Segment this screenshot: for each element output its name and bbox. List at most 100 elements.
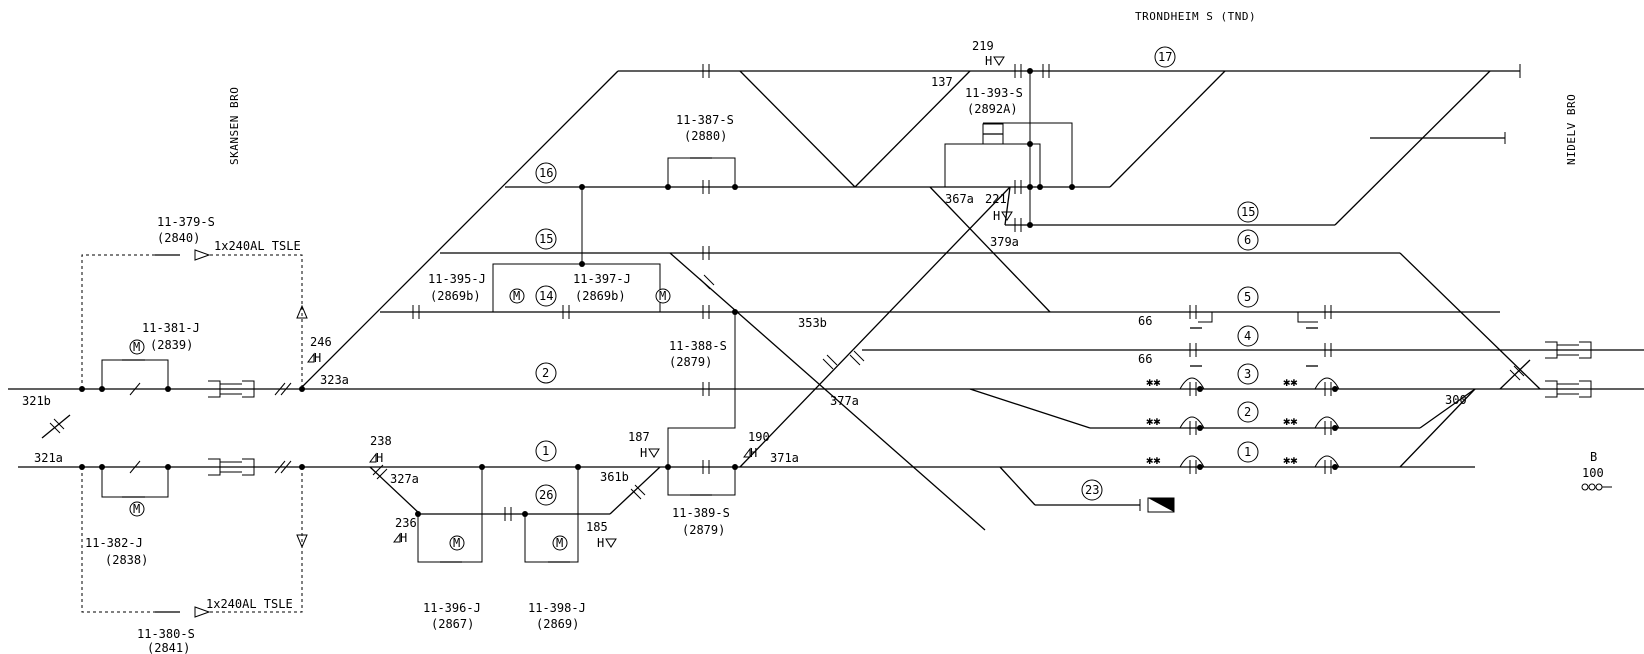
motor-symbols: M M M M M M [129, 288, 671, 551]
signal-H: H [400, 531, 407, 545]
switch-label: (2867) [431, 617, 474, 631]
insulating-joints [49, 64, 1525, 521]
track-number: 2 [542, 366, 549, 380]
motor-label: M [659, 289, 666, 303]
track-number: 5 [1244, 290, 1251, 304]
feeder-label: 1x240AL TSLE [206, 597, 293, 611]
motor-label: M [556, 536, 563, 550]
junction-dots [79, 68, 1338, 517]
nidelv-bro-label: NIDELV BRO [1565, 94, 1578, 165]
track-number: 3 [1244, 367, 1251, 381]
point-label: 236 [395, 516, 417, 530]
signal-H: H [985, 54, 992, 68]
yard-arcs [1179, 311, 1340, 468]
point-label: 219 [972, 39, 994, 53]
point-label: 321b [22, 394, 51, 408]
tracks [8, 64, 1644, 531]
track-number: 1 [1244, 445, 1251, 459]
star-mark: ✱✱ [1146, 414, 1160, 428]
point-label: 246 [310, 335, 332, 349]
signal-marks: H H H H H H H H [307, 54, 1013, 550]
switch-label: 11-397-J [573, 272, 631, 286]
point-label: 300 [1445, 393, 1467, 407]
point-label: 137 [931, 75, 953, 89]
signal-H: H [597, 536, 604, 550]
switch-label: (2880) [684, 129, 727, 143]
switch-label: (2892A) [967, 102, 1018, 116]
star-mark: ✱✱ [1146, 375, 1160, 389]
switch-label: (2869) [536, 617, 579, 631]
signal-H: H [314, 351, 321, 365]
switch-label: (2869b) [575, 289, 626, 303]
track-number: 4 [1244, 329, 1251, 343]
track-number: 23 [1085, 483, 1099, 497]
star-mark: ✱✱ [1283, 375, 1297, 389]
track-number: 14 [539, 289, 553, 303]
point-label: 66 [1138, 314, 1152, 328]
track-number-markers: 17 16 15 15 6 5 14 4 2 3 2 1 1 26 23 [535, 46, 1259, 506]
legend-letter: B [1590, 450, 1597, 464]
point-label: 238 [370, 434, 392, 448]
point-label: 187 [628, 430, 650, 444]
switch-label: (2840) [157, 231, 200, 245]
track-number: 15 [539, 232, 553, 246]
point-label: 361b [600, 470, 629, 484]
switch-boxes [417, 71, 1073, 563]
point-label: 185 [586, 520, 608, 534]
track-number: 17 [1158, 50, 1172, 64]
point-label: 353b [798, 316, 827, 330]
signal-H: H [993, 209, 1000, 223]
switch-label: (2839) [150, 338, 193, 352]
track-number: 2 [1244, 405, 1251, 419]
star-mark: ✱✱ [1283, 453, 1297, 467]
signal-H: H [640, 446, 647, 460]
motor-label: M [133, 502, 140, 516]
track-number: 15 [1241, 205, 1255, 219]
track-number: 1 [542, 444, 549, 458]
point-label: 367a [945, 192, 974, 206]
switch-labels: 11-379-S (2840) 11-381-J (2839) 11-380-S… [85, 86, 1023, 654]
switch-label: 11-381-J [142, 321, 200, 335]
feeder-label: 1x240AL TSLE [214, 239, 301, 253]
switch-label: (2879) [682, 523, 725, 537]
track-number: 26 [539, 488, 553, 502]
switch-label: (2879) [669, 355, 712, 369]
switch-label: 11-393-S [965, 86, 1023, 100]
switch-label: 11-398-J [528, 601, 586, 615]
point-label: 327a [390, 472, 419, 486]
motor-label: M [453, 536, 460, 550]
switch-label: (2841) [147, 641, 190, 654]
point-label: 379a [990, 235, 1019, 249]
point-label: 371a [770, 451, 799, 465]
feeder-loops [81, 249, 308, 618]
switch-label: 11-387-S [676, 113, 734, 127]
track-number: 6 [1244, 233, 1251, 247]
point-label: 377a [830, 394, 859, 408]
switch-label: 11-382-J [85, 536, 143, 550]
switch-label: (2869b) [430, 289, 481, 303]
switch-label: (2838) [105, 553, 148, 567]
star-mark: ✱✱ [1283, 414, 1297, 428]
point-label: 190 [748, 430, 770, 444]
point-label: 323a [320, 373, 349, 387]
signal-H: H [750, 446, 757, 460]
switch-label: 11-388-S [669, 339, 727, 353]
switch-label: 11-389-S [672, 506, 730, 520]
signal-H: H [376, 451, 383, 465]
legend-value: 100 [1582, 466, 1604, 480]
star-mark: ✱✱ [1146, 453, 1160, 467]
track-number: 16 [539, 166, 553, 180]
motor-label: M [133, 340, 140, 354]
point-labels: 321b 321a 323a 246 238 327a 236 187 190 … [22, 39, 1467, 534]
switch-label: 11-380-S [137, 627, 195, 641]
motor-label: M [513, 289, 520, 303]
legend: B 100 [1581, 450, 1612, 491]
buffer-symbols [208, 341, 1592, 476]
switch-label: 11-379-S [157, 215, 215, 229]
point-label: 221 [985, 192, 1007, 206]
track-23-flag [1147, 497, 1175, 513]
point-label: 321a [34, 451, 63, 465]
point-label: 66 [1138, 352, 1152, 366]
star-marks: ✱✱ ✱✱ ✱✱ ✱✱ ✱✱ ✱✱ [1146, 375, 1297, 467]
